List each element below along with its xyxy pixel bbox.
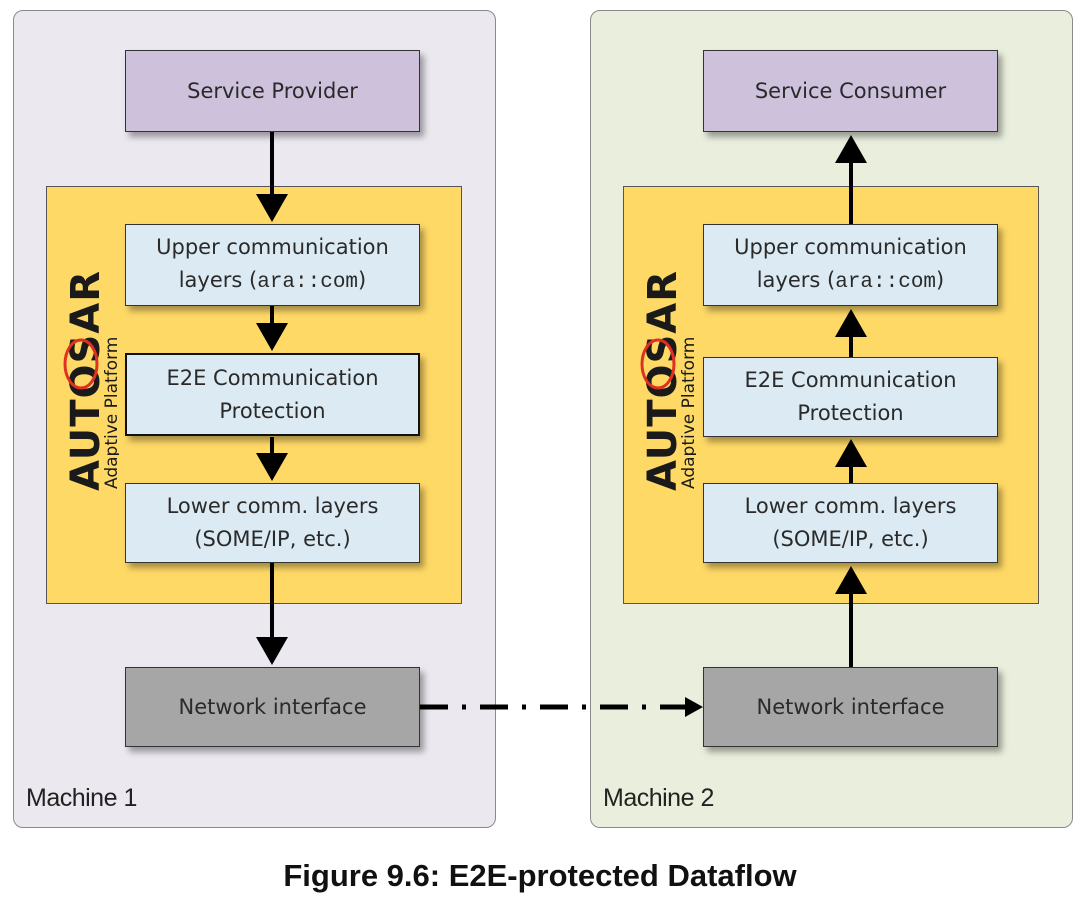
upper-comm-line2: layers (ara::com) (756, 268, 945, 294)
e2e-line2: Protection (219, 398, 326, 423)
machine-1-label: Machine 1 (26, 784, 137, 812)
autosar-swoosh-icon (640, 338, 676, 390)
lower-comm-layer-box-1: Lower comm. layers (SOME/IP, etc.) (125, 483, 420, 563)
service-provider-label: Service Provider (187, 78, 358, 103)
upper-comm-line2: layers (ara::com) (178, 268, 367, 294)
autosar-subtitle-text: Adaptive Platform (102, 337, 119, 489)
e2e-protection-box-1: E2E Communication Protection (125, 353, 420, 436)
network-interface-box-2: Network interface (703, 667, 998, 747)
e2e-protection-box-2: E2E Communication Protection (703, 357, 998, 437)
service-consumer-label: Service Consumer (754, 78, 947, 103)
network-interface-label-2: Network interface (756, 694, 945, 719)
service-consumer-box: Service Consumer (703, 50, 998, 132)
network-interface-label-1: Network interface (178, 694, 367, 719)
lower-comm-line2: (SOME/IP, etc.) (194, 527, 351, 551)
autosar-subtitle-text: Adaptive Platform (679, 337, 696, 489)
upper-comm-layer-box-1: Upper communication layers (ara::com) (125, 224, 420, 306)
network-interface-box-1: Network interface (125, 667, 420, 747)
service-provider-box: Service Provider (125, 50, 420, 132)
machine-2-label: Machine 2 (603, 784, 714, 812)
lower-comm-line1: Lower comm. layers (744, 494, 957, 518)
figure-caption: Figure 9.6: E2E-protected Dataflow (283, 858, 797, 893)
upper-comm-line1: Upper communication (156, 235, 389, 259)
e2e-line1: E2E Communication (744, 368, 957, 392)
upper-comm-line1: Upper communication (734, 235, 967, 259)
autosar-logo-icon: AUTOSAR Adaptive Platform (640, 270, 696, 491)
e2e-line1: E2E Communication (166, 365, 379, 390)
autosar-swoosh-icon (63, 338, 99, 390)
autosar-logo-icon: AUTOSAR Adaptive Platform (63, 270, 119, 491)
lower-comm-line2: (SOME/IP, etc.) (772, 527, 929, 551)
e2e-line2: Protection (797, 401, 904, 425)
lower-comm-layer-box-2: Lower comm. layers (SOME/IP, etc.) (703, 483, 998, 563)
upper-comm-layer-box-2: Upper communication layers (ara::com) (703, 224, 998, 306)
lower-comm-line1: Lower comm. layers (166, 494, 379, 518)
